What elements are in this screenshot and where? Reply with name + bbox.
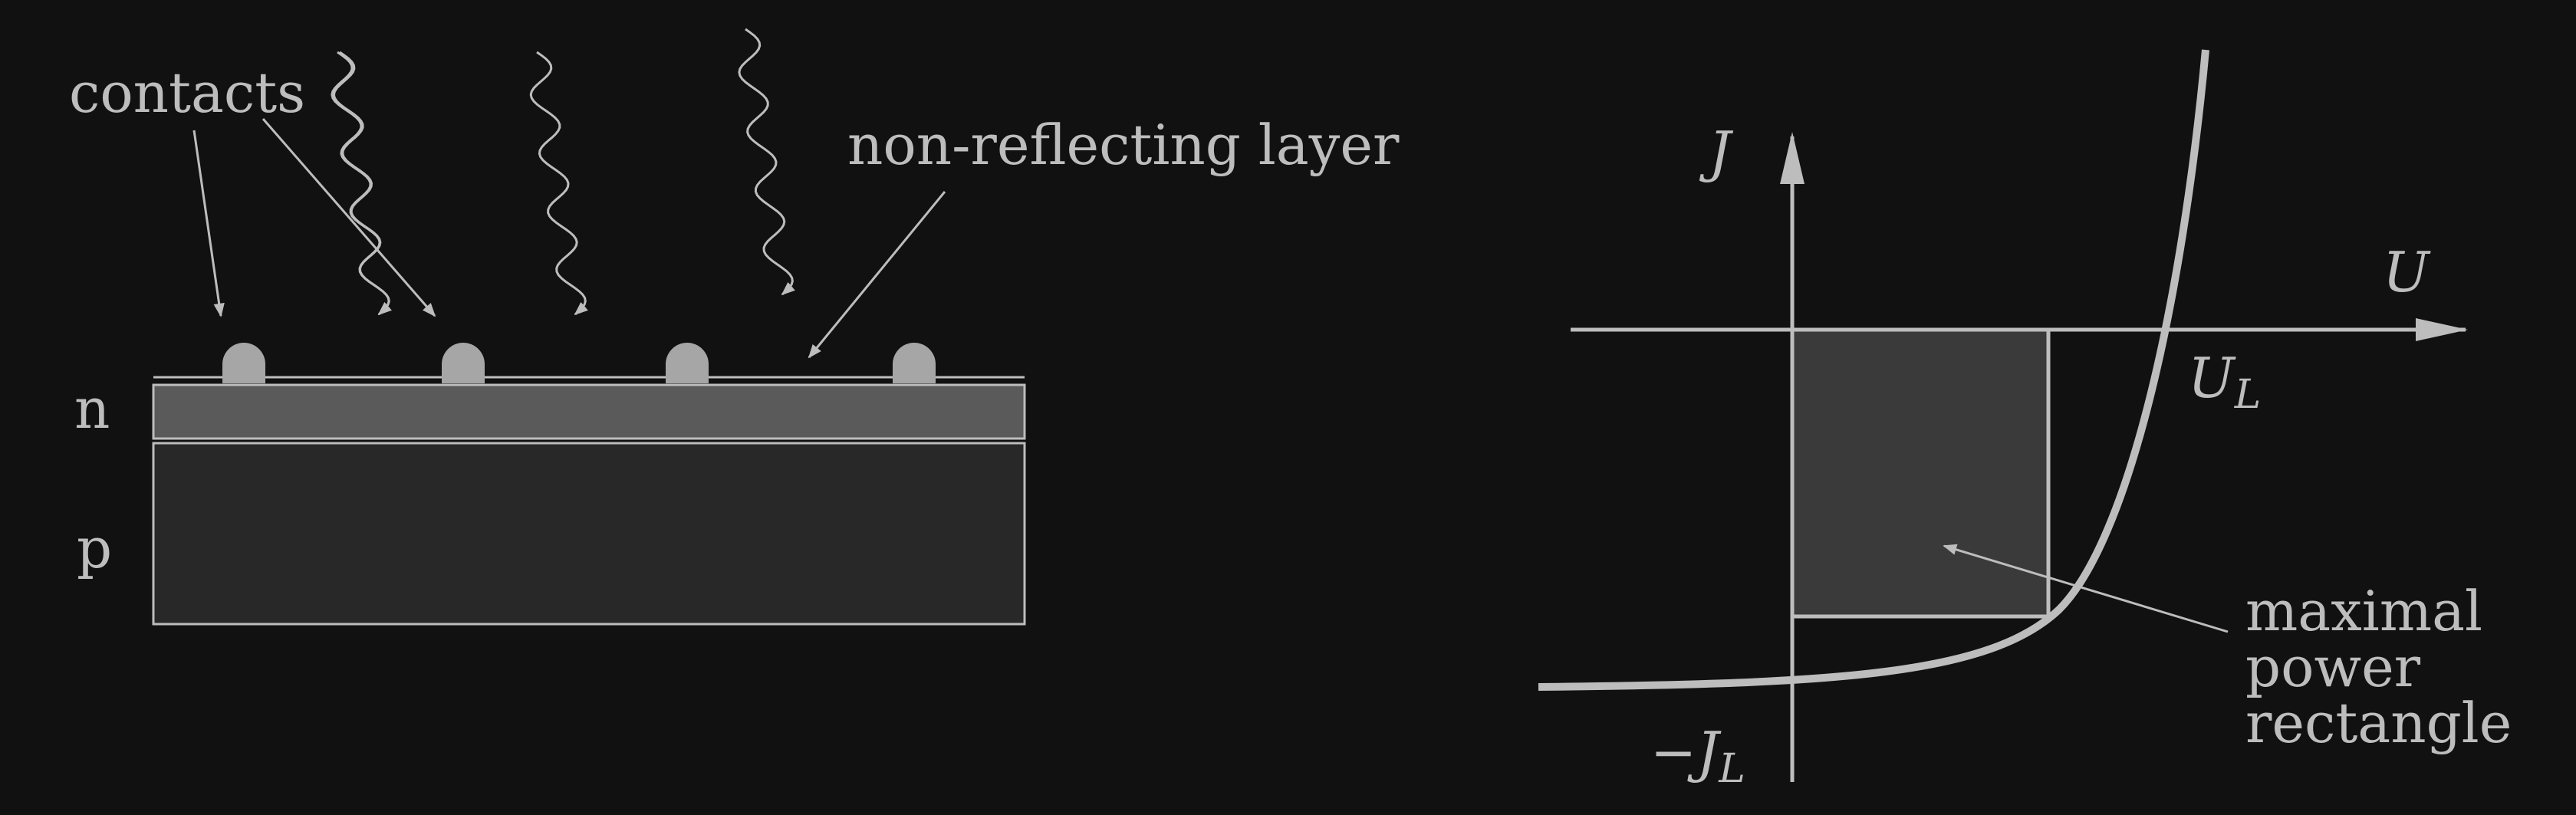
layer-arrow	[808, 191, 946, 359]
rectangle-label-line-2: power	[2245, 635, 2421, 699]
light-ray-4	[738, 28, 795, 296]
jl-main: −J	[1650, 720, 1722, 784]
contact-3	[666, 343, 709, 383]
ul-main: U	[2188, 346, 2236, 410]
rectangle-label-line-1: maximal	[2245, 579, 2482, 643]
contacts-arrow-2	[262, 118, 436, 317]
light-ray-2	[331, 51, 392, 316]
iv-characteristic: J U UL −JL maximal power rectangle	[1538, 49, 2512, 792]
contact-1	[222, 343, 265, 383]
contacts-label: contacts	[69, 61, 305, 125]
p-layer	[152, 442, 1026, 626]
short-circuit-current-label: −JL	[1650, 720, 1745, 792]
solar-cell-cross-section: contacts non-reflecting layer n p	[69, 28, 1400, 626]
jl-sub: L	[1718, 746, 1745, 792]
x-axis-arrowhead	[2416, 318, 2468, 341]
n-layer	[152, 383, 1026, 440]
light-ray-3	[529, 51, 588, 316]
ul-sub: L	[2234, 372, 2262, 418]
maximal-power-rectangle	[1790, 327, 2051, 619]
contact-2	[442, 343, 485, 383]
rectangle-pointer-arrow	[1943, 544, 2229, 633]
u-axis-label: U	[2383, 240, 2431, 304]
y-axis-arrowhead	[1780, 132, 1805, 184]
rectangle-label-line-3: rectangle	[2245, 691, 2512, 755]
light-rays	[331, 28, 795, 316]
iv-curve	[1538, 49, 2209, 691]
contact-4	[893, 343, 936, 383]
j-axis-label: J	[1699, 120, 1734, 184]
open-circuit-voltage-label: UL	[2188, 346, 2261, 418]
n-label: n	[74, 376, 110, 441]
contacts-arrow-1	[192, 130, 225, 317]
non-reflecting-layer-label: non-reflecting layer	[847, 113, 1400, 177]
p-label: p	[77, 516, 112, 580]
